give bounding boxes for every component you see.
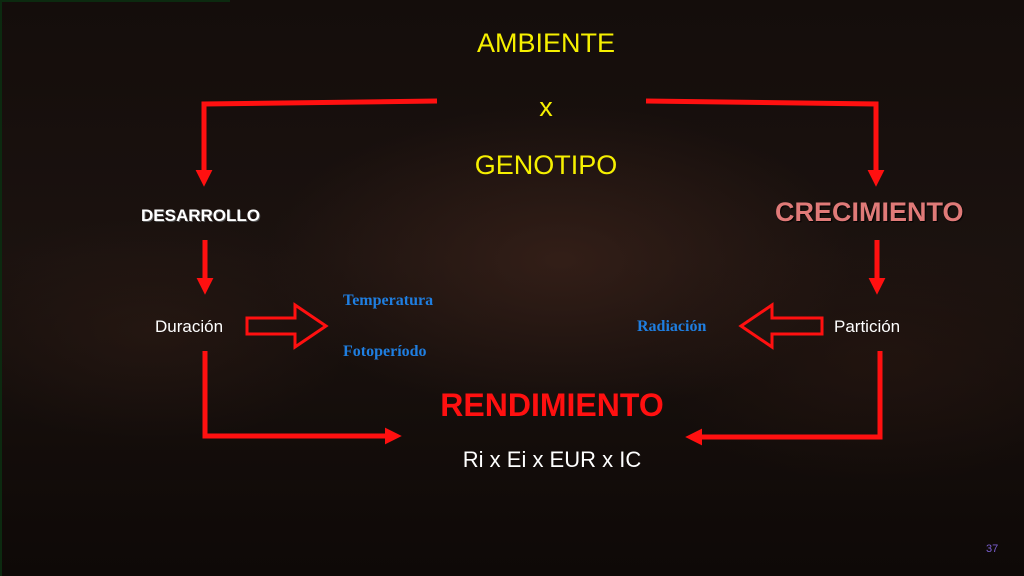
crecimiento-label: CRECIMIENTO [775,197,964,227]
genotipo-label: GENOTIPO [474,150,618,180]
radiacion-label: Radiación [637,318,707,335]
duracion-label: Duración [155,317,224,336]
arrow-duracion-to-rendimiento [202,351,402,445]
times-symbol: x [539,92,553,122]
slide-left-border [0,0,2,576]
ambiente-label: AMBIENTE [476,28,616,58]
hollow-arrow-duracion-factors [245,302,329,350]
arrow-ambiente-to-crecimiento [645,98,885,187]
hollow-arrow-particion-radiacion [738,302,824,350]
rendimiento-label: RENDIMIENTO [440,387,664,423]
fotoperiodo-label: Fotoperíodo [343,343,427,360]
desarrollo-label: DESARROLLO [141,206,260,225]
page-number: 37 [986,543,999,555]
rendimiento-formula: Ri x Ei x EUR x IC [462,447,642,472]
arrow-particion-to-rendimiento [685,351,883,446]
slide-top-border [0,0,230,2]
temperatura-label: Temperatura [343,292,434,309]
particion-label: Partición [834,317,901,336]
arrow-ambiente-to-desarrollo [195,98,438,187]
